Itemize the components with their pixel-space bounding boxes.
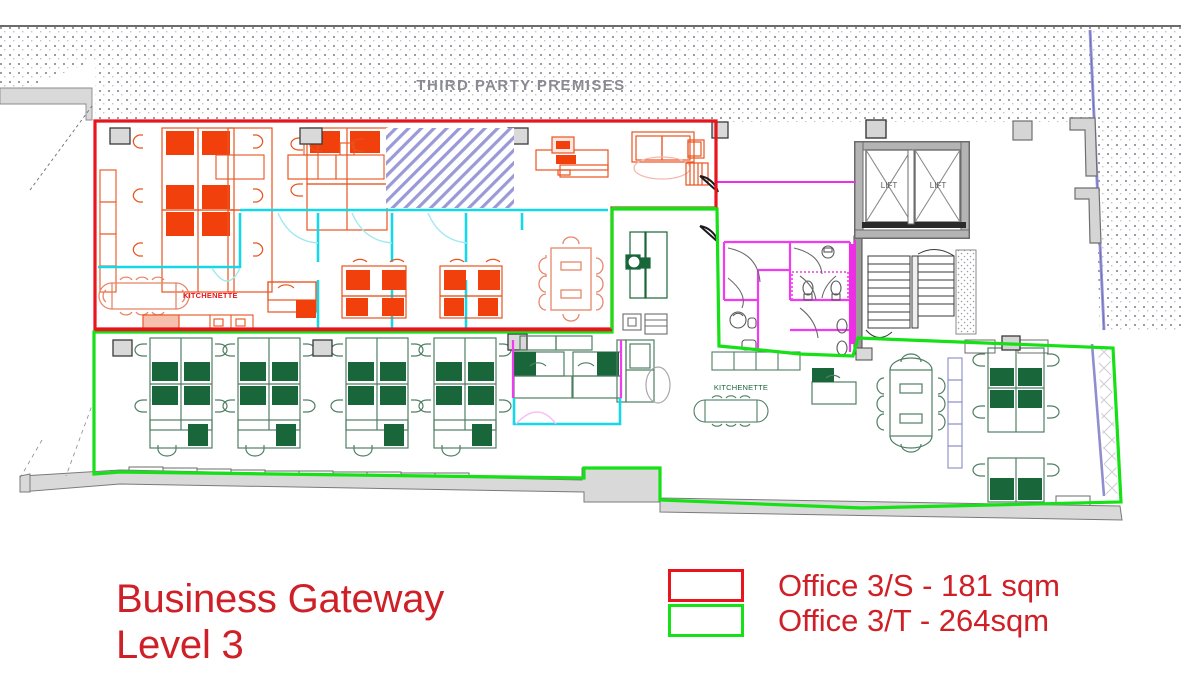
staircase (865, 249, 955, 338)
lift-label-right: LIFT (930, 181, 947, 190)
glazing-hatch-right (1098, 348, 1118, 498)
desk-right-small (811, 368, 857, 405)
column-lift (865, 119, 887, 139)
credenza-run-top (215, 138, 385, 180)
title-line-2: Level 3 (116, 623, 244, 667)
construction-lines (19, 399, 95, 479)
legend-swatch-office-3s (668, 569, 744, 602)
door-swing-bottom (515, 411, 557, 425)
column-top-2 (109, 127, 131, 145)
office-3s-zone (95, 120, 716, 328)
third-party-premises-zone (0, 27, 1181, 330)
desk-clusters-green-right (972, 347, 1060, 503)
desk-clusters-green-row (134, 337, 512, 457)
legend: Office 3/S - 181 sqm Office 3/T - 264sqm (668, 568, 1060, 638)
title-block: Business Gateway Level 3 (116, 576, 444, 668)
cyan-room-bottom (512, 398, 622, 426)
kitchenette-label-green: KITCHENETTE (714, 383, 768, 392)
cyan-partitions (98, 208, 608, 328)
desk-cluster-red-1 (132, 127, 264, 293)
boardroom-table-green (876, 353, 946, 453)
legend-row-office-3t: Office 3/T - 264sqm (668, 603, 1060, 638)
storage-run-right (947, 357, 963, 469)
lounge-furniture (631, 131, 709, 186)
storage-units-center (622, 313, 668, 335)
magenta-partition-bottom (511, 340, 623, 398)
cellular-office-rooms (513, 335, 671, 404)
column-top-1 (299, 127, 323, 145)
lift-core (854, 141, 970, 239)
desk-row-red-rooms (267, 258, 503, 319)
column-bottom-1 (112, 339, 133, 357)
legend-row-office-3s: Office 3/S - 181 sqm (668, 568, 1060, 603)
breakout-round-table (693, 395, 769, 427)
wc-fixtures (729, 245, 848, 356)
title-line-1: Business Gateway (116, 577, 445, 621)
cyan-door-swings (211, 212, 469, 282)
legend-label-office-3t: Office 3/T - 264sqm (778, 603, 1050, 638)
exterior-wall-band-top-left (0, 87, 93, 121)
column-bottom-2 (312, 339, 333, 357)
stair-landing-hatch (955, 249, 977, 335)
wc-cubicle-outlines (791, 271, 849, 301)
boardroom-table-red (538, 236, 604, 322)
third-party-premises-label: THIRD PARTY PREMISES (416, 77, 625, 94)
kitchenette-label-red: KITCHENETTE (183, 291, 238, 300)
printer-nook (625, 231, 668, 299)
lift-label-left: LIFT (881, 181, 898, 190)
kitchenette-counter-red (142, 314, 254, 330)
legend-label-office-3s: Office 3/S - 181 sqm (778, 568, 1060, 603)
lobby-magenta-partitions (716, 181, 856, 350)
reception-desk (535, 136, 609, 178)
kitchenette-counter-green (711, 351, 801, 371)
legend-swatch-office-3t (668, 604, 744, 637)
wc-door-swings (727, 247, 837, 339)
structural-columns-right (1012, 117, 1102, 244)
hatched-void-zone (386, 128, 514, 208)
office-3t-boundary (92, 207, 1123, 510)
